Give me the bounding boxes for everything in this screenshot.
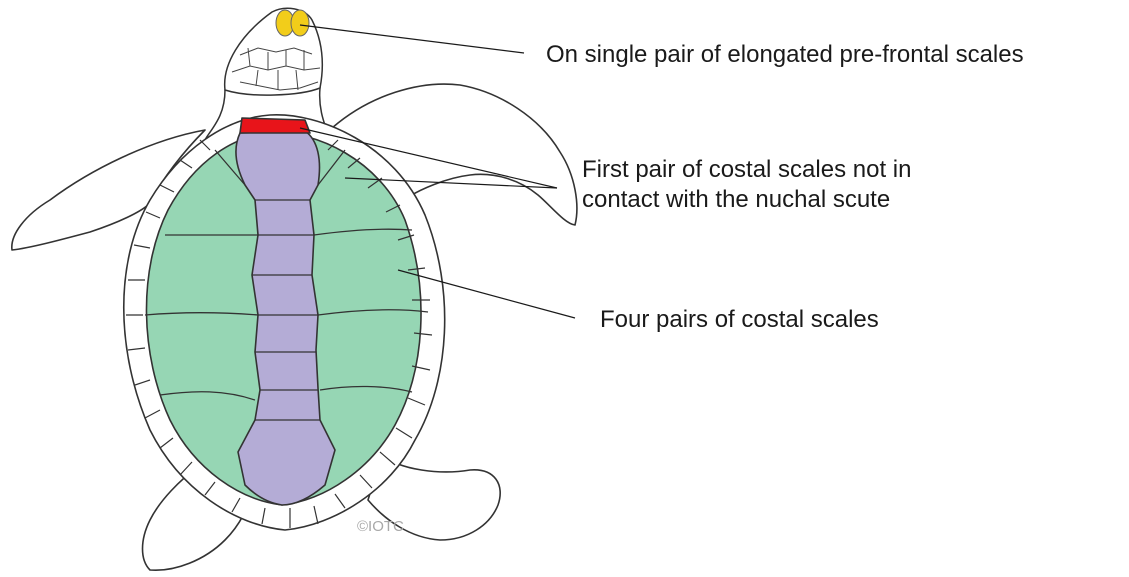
nuchal-scute bbox=[240, 118, 310, 133]
prefrontal-scale-right bbox=[291, 10, 309, 36]
first-costal-label: First pair of costal scales not in conta… bbox=[582, 155, 911, 215]
first-costal-label-line1: First pair of costal scales not in bbox=[582, 155, 911, 185]
copyright-text: ©IOTC bbox=[357, 518, 404, 535]
four-costal-label: Four pairs of costal scales bbox=[600, 305, 879, 335]
first-costal-label-line2: contact with the nuchal scute bbox=[582, 185, 911, 215]
prefrontal-scales-label: On single pair of elongated pre-frontal … bbox=[546, 40, 1024, 70]
carapace bbox=[124, 115, 445, 530]
leader-prefrontal bbox=[300, 25, 524, 53]
